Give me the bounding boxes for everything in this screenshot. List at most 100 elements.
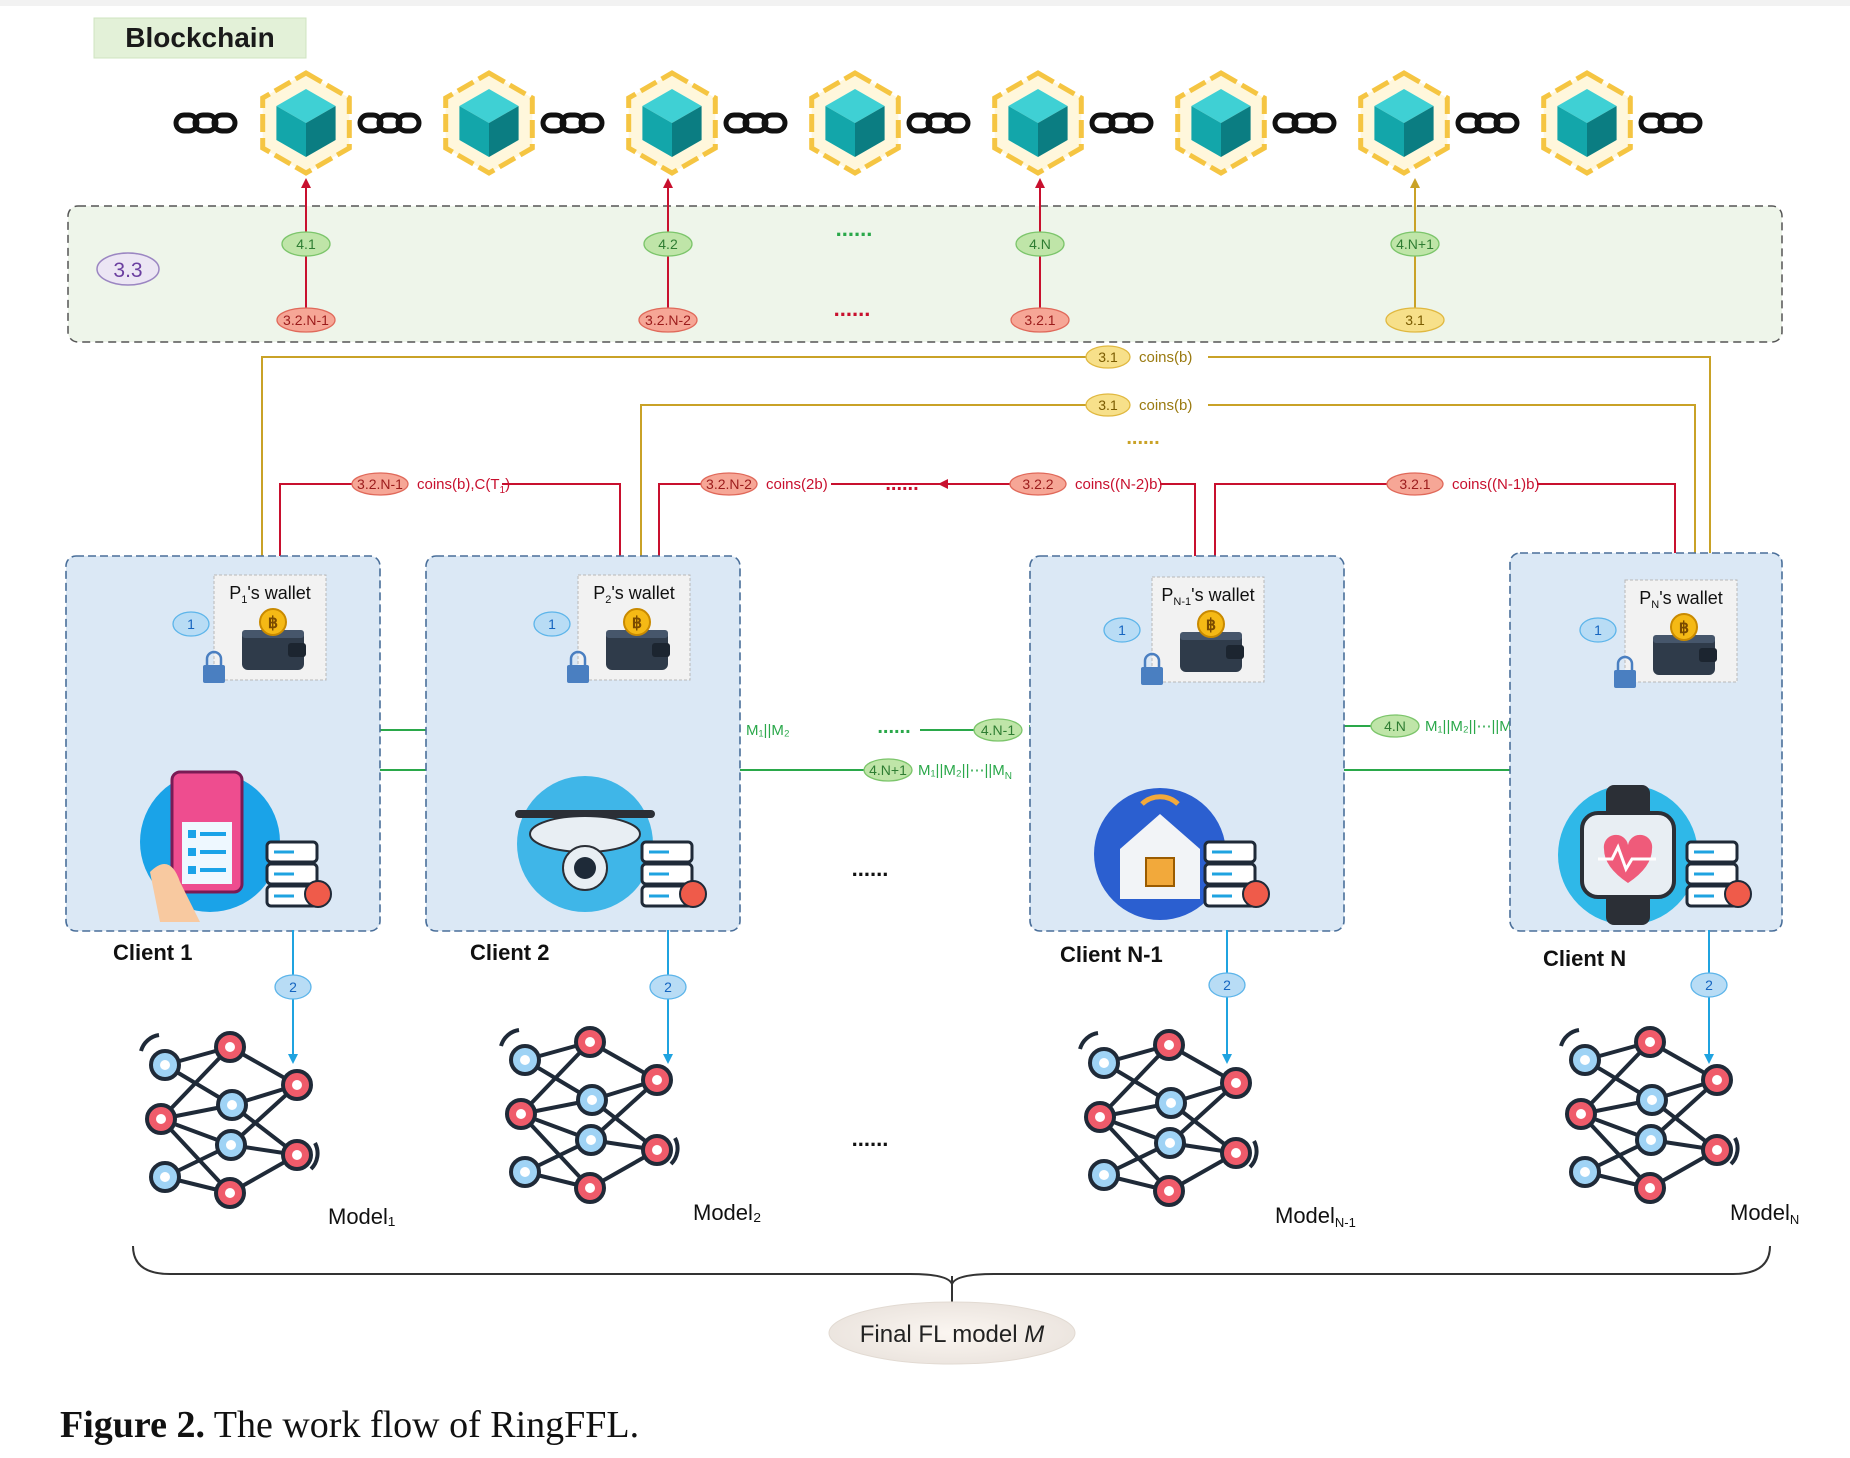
nn-node-core <box>160 1060 170 1070</box>
heart <box>1603 834 1653 883</box>
phone-list-dot <box>188 848 196 856</box>
nn-node-core <box>1164 1186 1174 1196</box>
chain-link-ring <box>1676 112 1703 134</box>
step-1-badge-shape <box>533 611 571 637</box>
step-2-badge: 2 <box>649 974 687 1000</box>
block-1-icon <box>260 70 352 176</box>
neural-network-icon <box>1078 1029 1259 1207</box>
block-face-right <box>306 106 336 157</box>
nn-node-core <box>1231 1148 1241 1158</box>
green-flow-badge-5: 4.N+1 <box>863 758 913 782</box>
red-flow-badge-2-text: 3.2.N-2 <box>706 476 752 492</box>
model-label: Model₁ <box>328 1204 395 1229</box>
gold-flow-badge-2-text: 3.1 <box>1098 397 1118 413</box>
red-flow-badge-1: 3.2.N-1 <box>351 472 409 496</box>
model-label: ModelN <box>1730 1200 1799 1227</box>
zone-badge-bottom-4: 3.1 <box>1385 307 1445 333</box>
gold-flow-label-2: coins(b) <box>1139 397 1192 414</box>
red-flow-badge-4-text: 3.2.1 <box>1399 476 1430 492</box>
block-face-right <box>672 106 702 157</box>
block-face-right <box>1404 106 1434 157</box>
nn-edge <box>159 1045 232 1121</box>
nn-node-core <box>1712 1075 1722 1085</box>
nn-node-core <box>1645 1037 1655 1047</box>
chain-link <box>1455 112 1520 134</box>
nn-node-core <box>1095 1112 1105 1122</box>
wallet-icon: ฿ <box>1180 610 1244 672</box>
nn-node-core <box>1580 1055 1590 1065</box>
wallet-body <box>242 630 304 670</box>
chain-link <box>723 112 788 134</box>
model-label: ModelN-1 <box>1275 1203 1356 1230</box>
zone-badge-bottom-2-shape <box>638 307 698 333</box>
bitcoin-symbol: ฿ <box>268 615 278 632</box>
client-label: Client 2 <box>470 940 549 965</box>
lock-body <box>1614 670 1636 688</box>
wallet-title: P1's wallet <box>229 583 311 606</box>
nn-signal-arc <box>669 1137 680 1166</box>
green-flow-badge-3-shape <box>973 718 1023 742</box>
nn-signal-arc <box>1559 1028 1580 1047</box>
red-flow-badge-1-shape <box>351 472 409 496</box>
zone-badge-top-3-shape <box>1015 231 1065 257</box>
gold-flow-label-1: coins(b) <box>1139 349 1192 366</box>
phone-list-dot <box>188 830 196 838</box>
wallet-icon: ฿ <box>606 608 670 670</box>
red-flow-label-2: coins(2b) <box>766 476 828 493</box>
wallet-clasp <box>1226 645 1244 659</box>
zone-badge-bottom-1-text: 3.2.N-1 <box>283 312 329 328</box>
wallet-title: PN's wallet <box>1639 588 1722 611</box>
database-icon <box>640 840 707 908</box>
nn-edge <box>1098 1043 1171 1119</box>
gold-flow-1 <box>261 356 1711 576</box>
aggregation-brace <box>132 1245 1771 1303</box>
wallet-clasp <box>288 643 306 657</box>
step-1-badge: 1 <box>1579 617 1617 643</box>
nn-node-core <box>292 1150 302 1160</box>
hand <box>150 864 200 922</box>
nn-node-core <box>1099 1170 1109 1180</box>
nn-node-core <box>652 1075 662 1085</box>
wallet-clasp <box>652 643 670 657</box>
block-6-icon <box>1175 70 1267 176</box>
nn-node-core <box>226 1140 236 1150</box>
nn-node-core <box>1166 1098 1176 1108</box>
wifi-arc <box>1140 794 1180 806</box>
red-flow-badge-1-text: 3.2.N-1 <box>357 476 403 492</box>
block-face-left <box>276 106 306 157</box>
step-1-badge-shape <box>172 611 210 637</box>
red-flow-3-2-N-2 <box>654 483 1005 583</box>
nn-edge <box>159 1117 232 1195</box>
block-face-left <box>1008 106 1038 157</box>
block-face-left <box>1191 106 1221 157</box>
step-1-badge-text: 1 <box>1594 622 1602 638</box>
nn-node-core <box>516 1109 526 1119</box>
block-face-left <box>459 106 489 157</box>
chain-link <box>1089 112 1154 134</box>
step-1-badge: 1 <box>533 611 571 637</box>
zone-badge-bottom-2: 3.2.N-2 <box>638 307 698 333</box>
phone-icon <box>140 770 280 922</box>
step-2-badge: 2 <box>274 974 312 1000</box>
bitcoin-symbol: ฿ <box>632 615 642 632</box>
block-face-left <box>1557 106 1587 157</box>
gold-flow-badge-1: 3.1 <box>1085 345 1131 369</box>
red-flow-badge-2: 3.2.N-2 <box>700 472 758 496</box>
nn-node-core <box>586 1135 596 1145</box>
lock-shackle <box>205 650 223 666</box>
database-icon <box>1685 840 1752 908</box>
smart-home-icon <box>1094 788 1226 920</box>
clock-badge <box>679 880 707 908</box>
zone-badge-top-2-text: 4.2 <box>658 236 678 252</box>
final-model-text: Final FL model M <box>860 1321 1045 1348</box>
nn-node-core <box>520 1167 530 1177</box>
figure-caption: Figure 2. The work flow of RingFFL. <box>60 1404 639 1446</box>
block-face-right <box>489 106 519 157</box>
lock-shackle <box>1616 655 1634 671</box>
red-flow-badge-3-text: 3.2.2 <box>1022 476 1053 492</box>
consensus-zone: 3.3 ...... ...... 4.13.2.N-14.23.2.N-24.… <box>67 178 1783 343</box>
red-flow-badge-2-shape <box>700 472 758 496</box>
